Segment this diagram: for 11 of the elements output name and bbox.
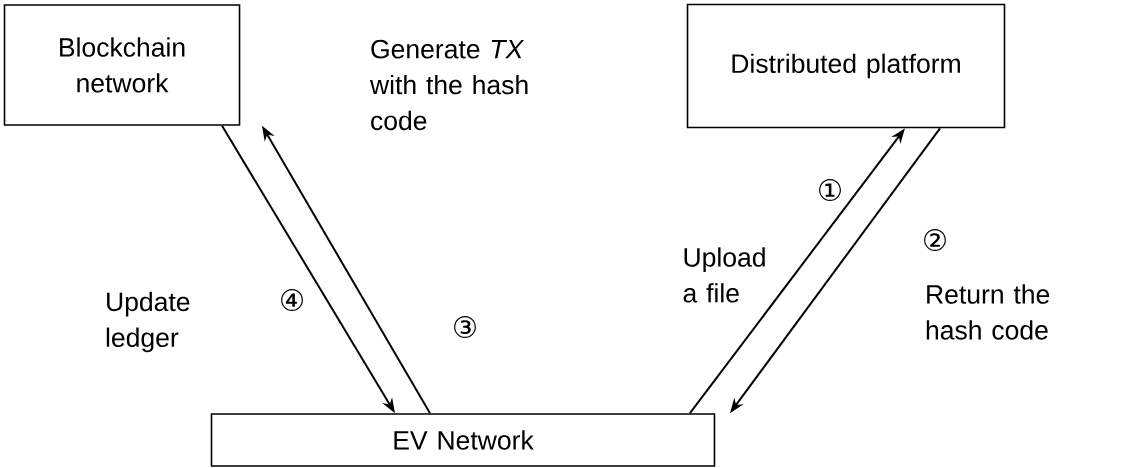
edge-label: Generate TX with the hash code	[369, 39, 528, 131]
process-box: EV Network	[210, 413, 716, 467]
step-number: ②	[924, 229, 946, 251]
edge-label: Return the hash code	[926, 284, 1050, 340]
step-number: ④	[281, 289, 303, 311]
edge-label: Upload a file	[683, 247, 765, 303]
step-number: ①	[819, 179, 841, 201]
step-number: ③	[454, 316, 476, 338]
edge-label: Update ledger	[106, 291, 190, 353]
process-box: Distributed platform	[686, 3, 1006, 129]
process-box: Blockchain network	[3, 4, 241, 126]
